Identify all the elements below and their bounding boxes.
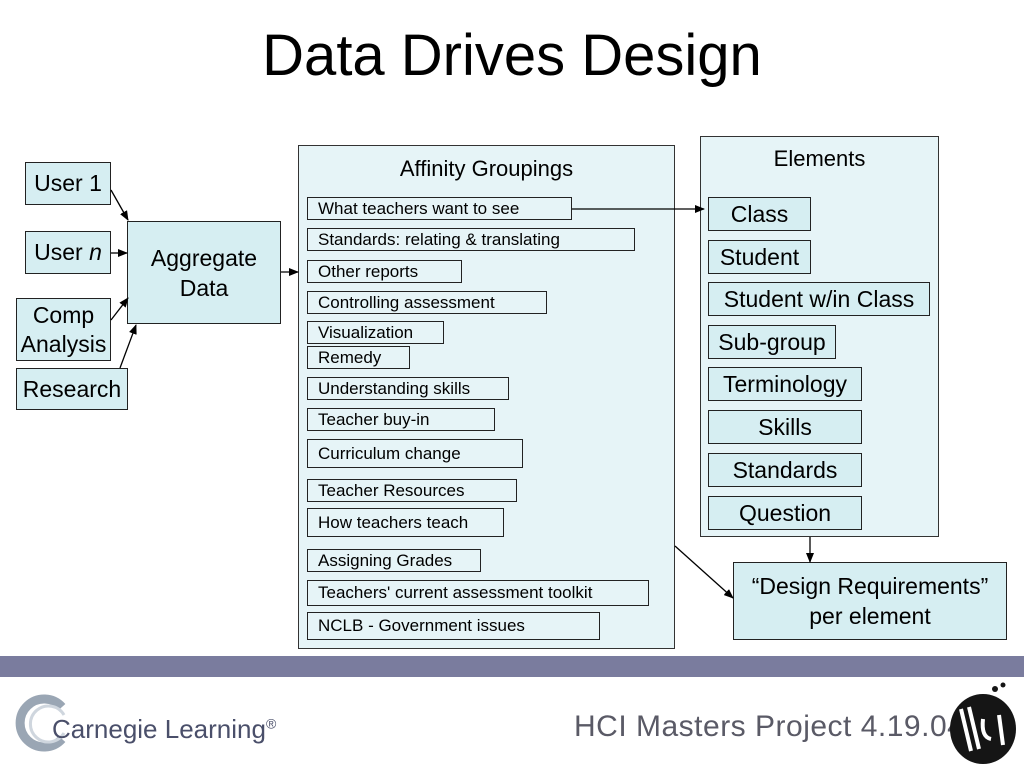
hci-project-text: HCI Masters Project 4.19.04 [574, 710, 965, 743]
aggregate-data-box: Aggregate Data [127, 221, 281, 324]
carnegie-learning-mark: ® [265, 715, 277, 732]
aggregate-line1: Aggregate [150, 244, 258, 271]
arrow-user1-to-aggregate [110, 189, 129, 221]
carnegie-learning-name: Carnegie Learning [52, 714, 266, 744]
source-research-label: Research [22, 375, 122, 402]
design-requirements-line2: per element [809, 603, 931, 629]
affinity-item: How teachers teach [307, 508, 504, 537]
aggregate-line2: Data [179, 274, 229, 301]
element-item: Student [708, 240, 811, 274]
source-comp-line1: Comp [32, 301, 95, 328]
affinity-item: Teachers' current assessment toolkit [307, 580, 649, 606]
affinity-item: Remedy [307, 346, 410, 369]
affinity-item: NCLB - Government issues [307, 612, 600, 640]
element-item: Terminology [708, 367, 862, 401]
elements-title: Elements [773, 146, 866, 171]
source-comp-line2: Analysis [20, 330, 107, 357]
affinity-item: Assigning Grades [307, 549, 481, 572]
affinity-item: What teachers want to see [307, 197, 572, 220]
design-requirements-line1: “Design Requirements” [751, 573, 989, 599]
affinity-item: Teacher Resources [307, 479, 517, 502]
affinity-item: Controlling assessment [307, 291, 547, 314]
affinity-item: Visualization [307, 321, 444, 344]
slide-title: Data Drives Design [262, 23, 762, 88]
source-user-n: User n [25, 231, 111, 274]
affinity-groupings-title: Affinity Groupings [399, 156, 574, 181]
source-user-1: User 1 [25, 162, 111, 205]
affinity-item: Curriculum change [307, 439, 523, 468]
source-research: Research [16, 368, 128, 410]
source-user-n-label: User [34, 239, 90, 265]
source-user-n-italic: n [89, 239, 102, 265]
hci-logo-icon [950, 682, 1016, 764]
affinity-item: Standards: relating & translating [307, 228, 635, 251]
element-item: Student w/in Class [708, 282, 930, 316]
footer: Carnegie Learning® HCI Masters Project 4… [0, 677, 1024, 768]
arrow-research-to-aggregate [119, 324, 137, 369]
element-item: Sub-group [708, 325, 836, 359]
design-requirements-box: “Design Requirements” per element [733, 562, 1007, 640]
source-user-1-label: User 1 [34, 170, 102, 196]
arrow-comp-to-aggregate [110, 297, 129, 321]
affinity-item: Other reports [307, 260, 462, 283]
source-comp-analysis: Comp Analysis [16, 298, 111, 361]
element-item: Standards [708, 453, 862, 487]
element-item: Skills [708, 410, 862, 444]
element-item: Class [708, 197, 811, 231]
affinity-item: Teacher buy-in [307, 408, 495, 431]
carnegie-learning-logo-icon [15, 694, 66, 752]
arrow-affinity-to-requirements [674, 545, 734, 599]
footer-band [0, 656, 1024, 677]
element-item: Question [708, 496, 862, 530]
carnegie-learning-text: Carnegie Learning® [52, 714, 276, 745]
affinity-item: Understanding skills [307, 377, 509, 400]
